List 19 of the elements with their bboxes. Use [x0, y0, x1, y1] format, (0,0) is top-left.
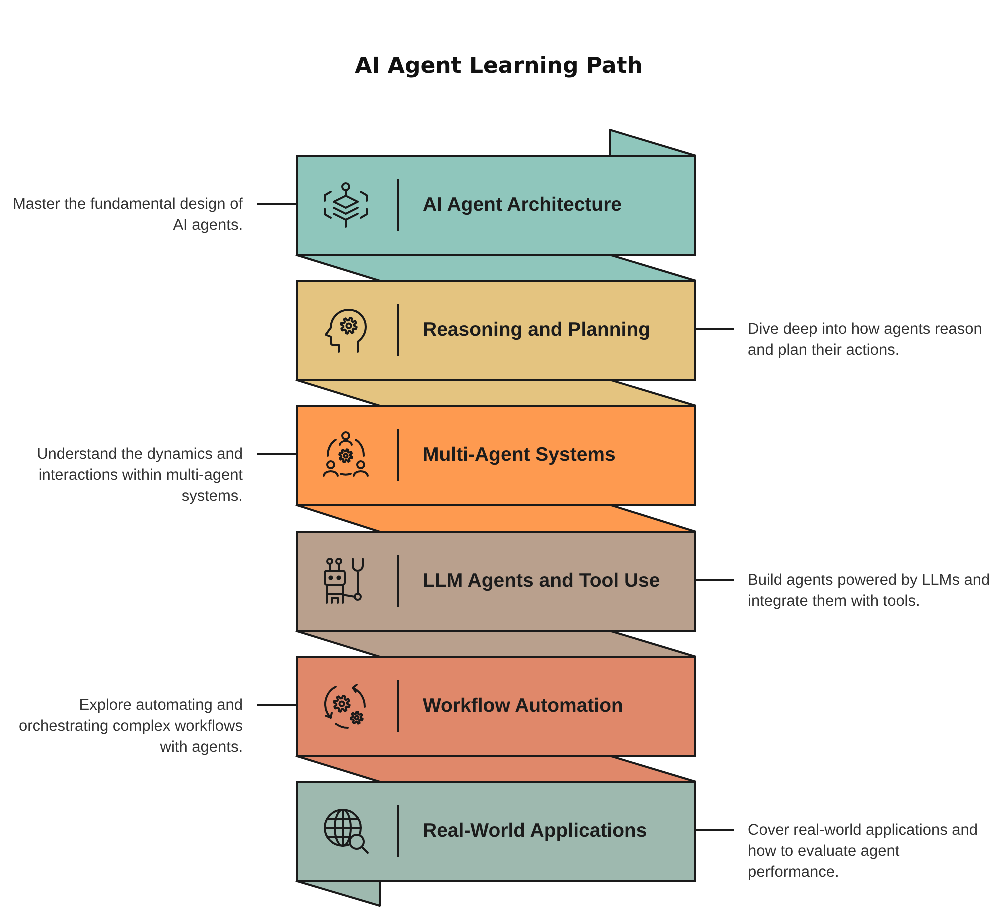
- step-title: Multi-Agent Systems: [423, 443, 616, 467]
- description-text: Dive deep into how agents reason and plan their actions.: [734, 318, 994, 360]
- leader-line: [257, 704, 296, 706]
- description-text: Master the fundamental design of AI agents.: [11, 194, 257, 236]
- diagram-title: AI Agent Learning Path: [355, 53, 643, 81]
- leader-line: [257, 203, 296, 205]
- description-text: Cover real-world applications and how to evaluate agent performance.: [734, 820, 994, 882]
- step-title: AI Agent Architecture: [423, 193, 622, 217]
- leader-line: [257, 453, 296, 455]
- leader-line: [696, 829, 734, 831]
- description-text: Understand the dynamics and interactions within multi-agent systems.: [11, 444, 257, 506]
- step-title: LLM Agents and Tool Use: [423, 569, 660, 593]
- step-title: Workflow Automation: [423, 694, 624, 718]
- step-title: Reasoning and Planning: [423, 318, 651, 342]
- description-text: Build agents powered by LLMs and integrate them with tools.: [734, 570, 994, 612]
- step-title: Real-World Applications: [423, 819, 648, 843]
- leader-line: [696, 328, 734, 330]
- description-text: Explore automating and orchestrating complex workflows with agents.: [11, 694, 257, 758]
- leader-line: [696, 579, 734, 581]
